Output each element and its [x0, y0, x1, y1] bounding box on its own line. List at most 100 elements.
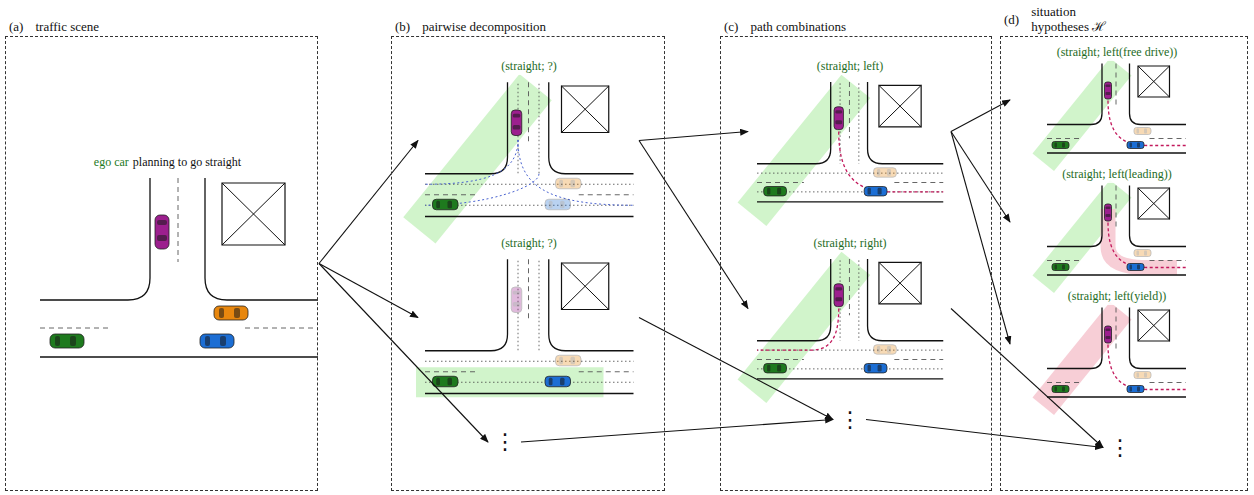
traffic-scene: [1033, 58, 1187, 171]
lane-divider: [894, 182, 943, 183]
car-window: [436, 201, 440, 209]
ellipsis: ⋮: [494, 431, 516, 453]
road-edge: [1047, 308, 1102, 369]
car-window: [868, 365, 871, 372]
conflict-path: [425, 140, 518, 184]
panel-heading: traffic scene: [35, 19, 99, 34]
lane-divider: [1047, 138, 1082, 139]
car-icon: [1127, 264, 1144, 271]
building-icon: [879, 85, 921, 127]
traffic-scene: [1033, 302, 1187, 415]
scenario-box: (straight; ?): [420, 235, 638, 400]
building-icon: [879, 85, 921, 127]
flow-arrow: [319, 264, 488, 443]
lane-divider: [425, 194, 478, 195]
scenario-box: (straight; left(leading)): [1012, 166, 1222, 278]
road-edge: [757, 378, 943, 379]
lane-centerline: [425, 361, 634, 362]
car-icon: [556, 355, 582, 366]
car-body: [834, 284, 843, 307]
car-body: [50, 334, 84, 348]
lane-centerline: [539, 261, 540, 351]
car-window: [835, 297, 842, 301]
car-body: [1105, 82, 1112, 99]
car-icon: [155, 215, 169, 249]
car-window: [513, 302, 521, 307]
car-icon: [1134, 128, 1151, 135]
lane-divider: [579, 371, 634, 372]
car-window: [513, 291, 521, 295]
car-window: [835, 287, 842, 290]
car-body: [556, 355, 582, 366]
lane-divider: [1116, 64, 1117, 106]
car-icon: [1105, 82, 1112, 99]
car-body: [511, 287, 522, 313]
car-window: [513, 114, 521, 118]
car-window: [1137, 129, 1140, 134]
car-window: [1106, 214, 1111, 217]
building-icon: [562, 86, 609, 133]
car-icon: [764, 187, 787, 196]
car-body: [1134, 128, 1151, 135]
car-body: [864, 364, 887, 373]
car-window: [1137, 265, 1140, 270]
car-body: [1105, 204, 1112, 221]
ellipsis: ⋮: [1109, 437, 1131, 459]
scenario-box: (straight; ?): [420, 58, 638, 223]
car-icon: [1127, 386, 1144, 393]
car-body: [874, 345, 897, 354]
lane-divider: [1150, 138, 1187, 139]
road-edge: [549, 259, 634, 351]
road-edge: [40, 178, 150, 300]
car-window: [887, 169, 891, 176]
road-edge: [425, 259, 508, 351]
car-window: [767, 365, 770, 372]
car-window: [571, 180, 576, 188]
flow-arrow: [319, 141, 418, 264]
car-icon: [1127, 142, 1144, 149]
car-body: [1127, 264, 1144, 271]
scene-label: ego car: [94, 155, 129, 170]
car-body: [545, 376, 571, 387]
flow-arrow: [951, 100, 1010, 132]
road-edge: [1047, 186, 1102, 247]
car-window: [877, 346, 880, 353]
car-window: [220, 336, 226, 346]
lane-divider: [528, 82, 529, 145]
car-icon: [433, 376, 459, 387]
car-icon: [545, 199, 571, 210]
car-body: [200, 334, 234, 348]
highlight-band: [1108, 209, 1177, 268]
traffic-scene: [416, 259, 634, 397]
scene-label: planning to go straight: [133, 155, 241, 170]
road-edge: [868, 82, 944, 164]
panel-box: (d)situation hypotheses ℋ(straight; left…: [1000, 36, 1248, 491]
lane-divider: [1047, 382, 1082, 383]
flow-arrow: [951, 132, 1010, 223]
lane-divider: [425, 371, 478, 372]
panel-heading-row: (b)pairwise decomposition: [395, 19, 546, 34]
road-edge: [1130, 64, 1187, 125]
flow-arrow: [521, 420, 833, 443]
building-icon: [562, 86, 609, 133]
flow-arrow: [951, 309, 1103, 448]
lane-divider: [757, 359, 804, 360]
path-trace: [1108, 345, 1186, 390]
flow-arrow: [639, 141, 748, 309]
car-body: [214, 306, 248, 320]
building-icon: [1138, 188, 1170, 219]
lane-centerline: [858, 83, 859, 163]
building-icon: [879, 262, 921, 304]
building-icon: [1138, 188, 1170, 219]
building-icon: [562, 86, 609, 133]
car-body: [1127, 142, 1144, 149]
lane-divider: [1116, 308, 1117, 350]
panel-heading: pairwise decomposition: [422, 19, 546, 34]
car-icon: [1134, 372, 1151, 379]
car-icon: [433, 199, 459, 210]
traffic-scene: [403, 74, 633, 244]
car-window: [560, 201, 565, 209]
car-body: [1052, 142, 1069, 149]
